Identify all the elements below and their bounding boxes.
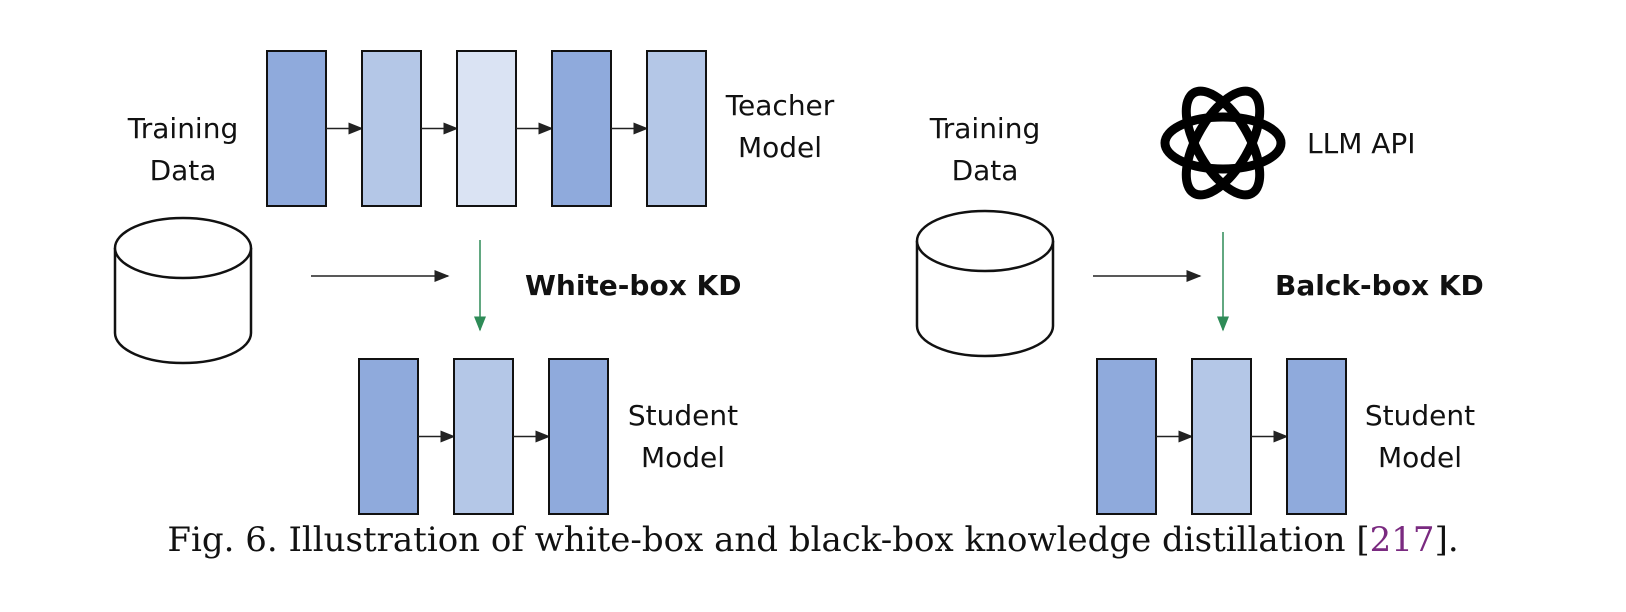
svg-text:Model: Model bbox=[738, 131, 822, 164]
figure-caption: Fig. 6. Illustration of white-box and bl… bbox=[167, 520, 1459, 560]
svg-text:Model: Model bbox=[641, 441, 725, 474]
svg-text:Data: Data bbox=[952, 154, 1019, 187]
black-box-training-data-label: Training Data bbox=[929, 112, 1040, 187]
openai-logo-icon bbox=[1160, 86, 1286, 200]
teacher-model-label: Teacher Model bbox=[725, 89, 835, 164]
database-icon bbox=[915, 209, 1055, 358]
svg-text:Model: Model bbox=[1378, 441, 1462, 474]
svg-text:Training: Training bbox=[929, 112, 1040, 145]
white-box-kd-label: White-box KD bbox=[525, 269, 741, 302]
model-layer bbox=[453, 358, 514, 515]
model-layer bbox=[548, 358, 609, 515]
svg-text:Data: Data bbox=[150, 154, 217, 187]
model-layer bbox=[361, 50, 422, 207]
svg-text:Training: Training bbox=[127, 112, 238, 145]
llm-api-label: LLM API bbox=[1307, 127, 1416, 160]
model-layer bbox=[551, 50, 612, 207]
student-model-label: Student Model bbox=[628, 399, 738, 474]
model-layer bbox=[456, 50, 517, 207]
student-model-layers bbox=[358, 358, 609, 515]
model-layer bbox=[1096, 358, 1157, 515]
student-model-layers bbox=[1096, 358, 1347, 515]
black-box-kd-label: Balck-box KD bbox=[1275, 269, 1484, 302]
database-icon bbox=[113, 216, 253, 365]
model-layer bbox=[1286, 358, 1347, 515]
teacher-model-layers bbox=[266, 50, 707, 207]
student-model-label: Student Model bbox=[1365, 399, 1475, 474]
citation-link[interactable]: 217 bbox=[1369, 520, 1435, 560]
svg-text:Student: Student bbox=[1365, 399, 1475, 432]
svg-text:Teacher: Teacher bbox=[725, 89, 835, 122]
model-layer bbox=[1191, 358, 1252, 515]
svg-text:Student: Student bbox=[628, 399, 738, 432]
model-layer bbox=[646, 50, 707, 207]
model-layer bbox=[266, 50, 327, 207]
model-layer bbox=[358, 358, 419, 515]
white-box-training-data-label: Training Data bbox=[127, 112, 238, 187]
